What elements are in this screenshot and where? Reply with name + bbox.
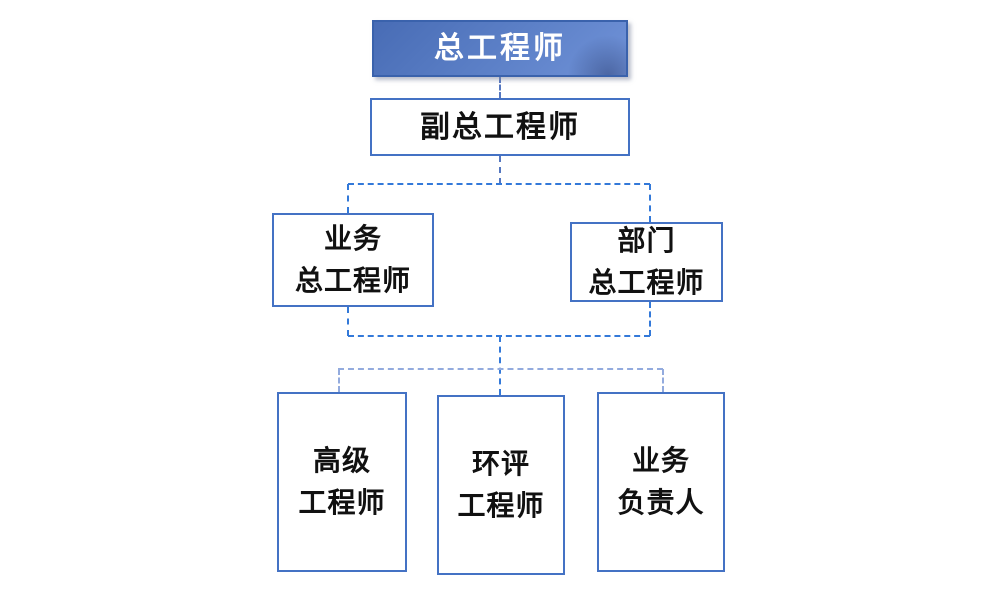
connector-drop-business-chief bbox=[347, 184, 349, 213]
connector-drop-senior-engineer bbox=[338, 369, 340, 392]
node-label-line2: 负责人 bbox=[617, 487, 705, 518]
node-label: 副总工程师 bbox=[420, 110, 580, 144]
connector-deputy-bracket bbox=[499, 156, 501, 184]
node-label-line2: 工程师 bbox=[298, 487, 386, 518]
node-label-line1: 环评 bbox=[471, 448, 530, 479]
node-senior-engineer: 高级 工程师 bbox=[277, 392, 407, 572]
node-label-line1: 高级 bbox=[312, 445, 371, 476]
node-label-line1: 业务 bbox=[631, 445, 690, 476]
node-label-line2: 工程师 bbox=[457, 490, 545, 521]
node-eia-engineer: 环评 工程师 bbox=[437, 395, 565, 575]
node-deputy-chief-engineer: 副总工程师 bbox=[370, 98, 630, 156]
connector-light-bracket bbox=[338, 368, 663, 370]
node-business-chief-engineer: 业务 总工程师 bbox=[272, 213, 434, 307]
node-label-line1: 部门 bbox=[617, 225, 676, 256]
node-department-chief-engineer: 部门 总工程师 bbox=[570, 222, 723, 302]
connector-chief-deputy bbox=[499, 77, 501, 98]
node-label-line1: 业务 bbox=[323, 223, 382, 254]
connector-center-drop bbox=[499, 336, 501, 395]
node-business-lead: 业务 负责人 bbox=[597, 392, 725, 572]
connector-drop-business-lead bbox=[662, 369, 664, 392]
connector-bracket-top bbox=[348, 183, 650, 185]
node-chief-engineer: 总工程师 bbox=[372, 20, 628, 77]
node-label: 总工程师 bbox=[434, 32, 566, 65]
node-label-line2: 总工程师 bbox=[294, 265, 411, 296]
connector-drop-dept-chief bbox=[649, 184, 651, 222]
node-label-line2: 总工程师 bbox=[588, 267, 705, 298]
connector-dept-chief-down bbox=[649, 302, 651, 336]
connector-business-chief-down bbox=[347, 307, 349, 336]
